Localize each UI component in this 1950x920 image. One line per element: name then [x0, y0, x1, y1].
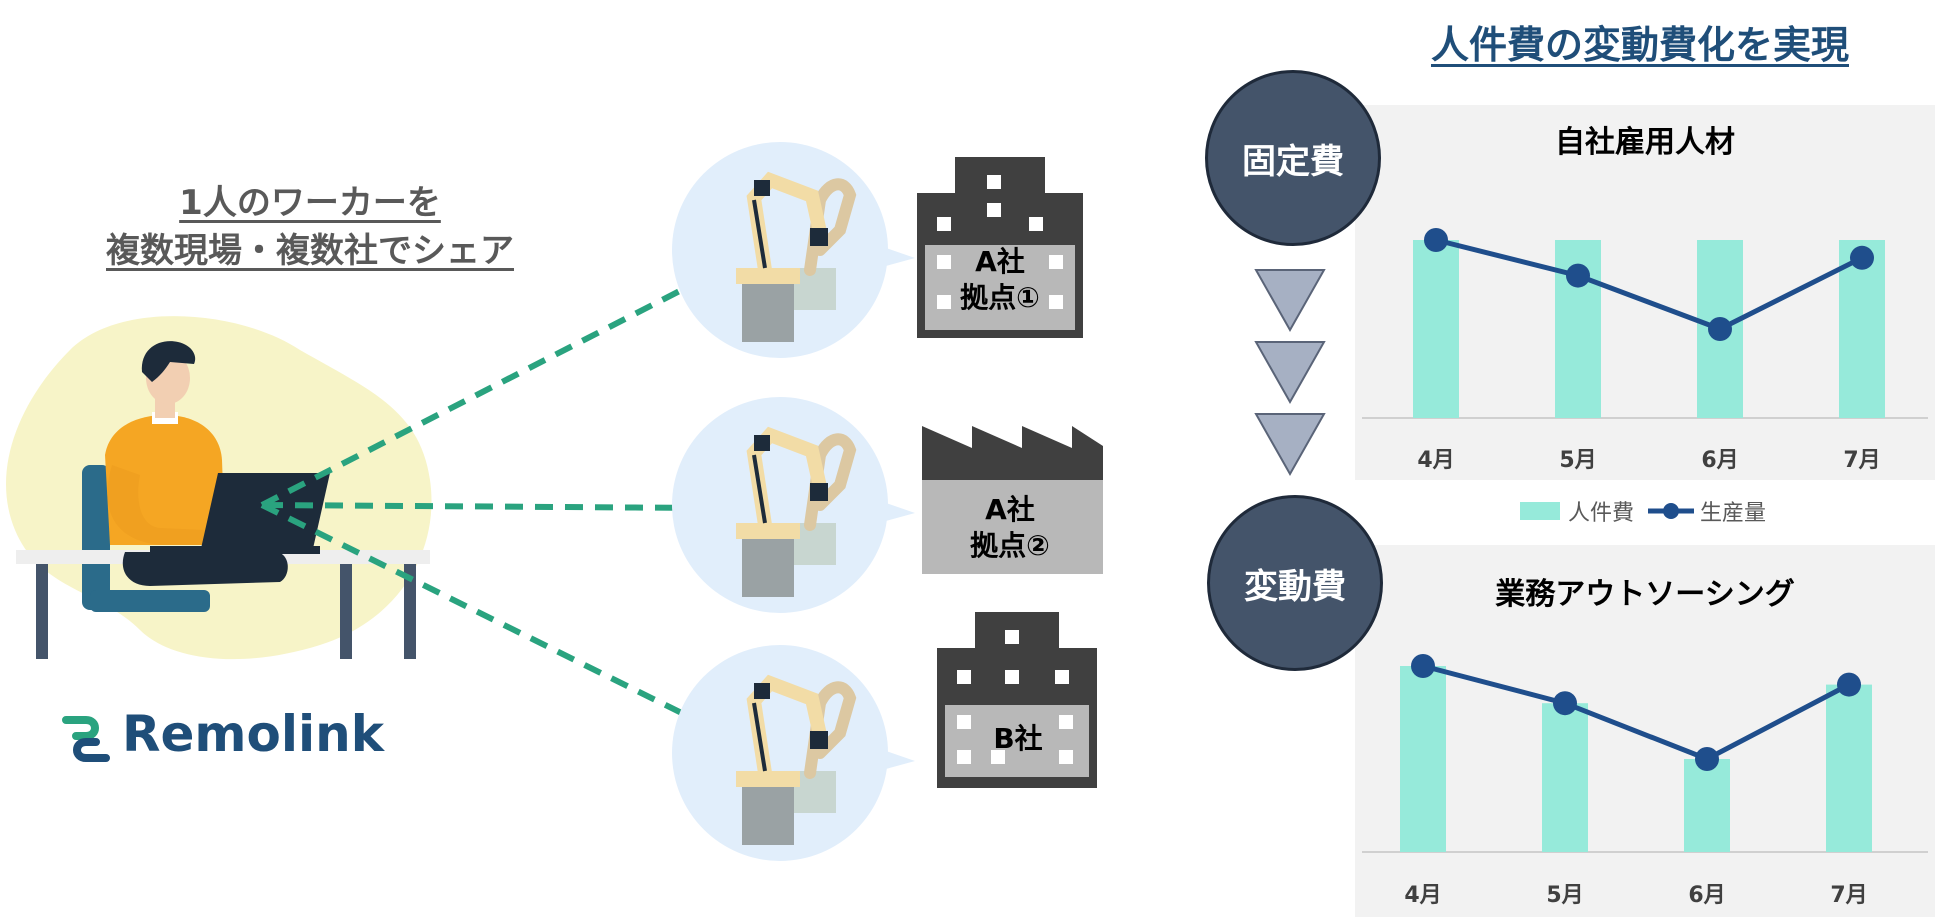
robot-bubble-3	[672, 645, 915, 861]
person-arm	[107, 465, 205, 545]
site-3-label: B社	[953, 721, 1083, 757]
building-site-1	[917, 157, 1083, 338]
chart-2-tick-0: 4月	[1404, 883, 1442, 908]
chart-1-line	[1435, 237, 1864, 332]
chart-2-point-0	[1411, 654, 1435, 678]
headline-line-2: 複数現場・複数社でシェア	[106, 231, 514, 271]
robot-bubble-1	[672, 142, 915, 358]
chart-2-bar-2	[1684, 759, 1730, 852]
site-3-company: B社	[993, 722, 1043, 755]
dashed-line-to-site-2	[264, 502, 706, 511]
laptop-screen	[200, 473, 330, 553]
building-site-3	[937, 612, 1097, 788]
person-hair	[141, 341, 196, 382]
robot-arm-icon	[736, 171, 857, 342]
remolink-logo-icon	[62, 716, 110, 762]
chart-2-tick-1: 5月	[1546, 883, 1584, 908]
chart-1-point-0	[1424, 228, 1448, 252]
fixed-cost-circle: 固定費	[1205, 70, 1381, 246]
building-site-2	[922, 426, 1103, 574]
chart-1-point-2	[1708, 317, 1732, 341]
robot-arm-icon	[736, 426, 857, 597]
site-2-company: A社	[985, 493, 1035, 526]
laptop-base	[150, 546, 320, 554]
chart-legend: 人件費 生産量	[1520, 495, 1766, 527]
down-arrows	[1254, 269, 1326, 477]
desk-leg-right	[404, 564, 416, 659]
chart-2-tick-2: 6月	[1688, 883, 1726, 908]
variable-cost-circle: 変動費	[1207, 495, 1383, 671]
logo-text: Remolink	[122, 705, 384, 763]
site-1-company: A社	[975, 245, 1025, 278]
main-title: 人件費の変動費化を実現	[1430, 23, 1849, 67]
desk-leg-left	[36, 564, 48, 659]
robot-bubble-2	[672, 397, 915, 613]
chart-1-bar-0	[1413, 240, 1459, 418]
chart-2-point-1	[1553, 691, 1577, 716]
down-arrow-2	[1254, 341, 1326, 405]
down-arrow-1	[1254, 269, 1326, 333]
chart-2-bar-1	[1542, 703, 1588, 852]
robot-arm-icon	[736, 674, 857, 845]
person-legs	[122, 552, 288, 586]
down-arrow-3	[1254, 413, 1326, 477]
chart-2-bar-0	[1400, 666, 1446, 852]
chart-1-tick-0: 4月	[1417, 448, 1455, 473]
worker-illustration	[6, 316, 432, 660]
desk-leg-mid	[340, 564, 352, 659]
chair-back	[82, 465, 110, 610]
dashed-line-to-site-3	[260, 502, 732, 740]
dashed-line-to-site-1	[260, 275, 707, 508]
site-1-location: 拠点①	[960, 281, 1040, 314]
chart-1-point-1	[1566, 263, 1590, 288]
site-2-location: 拠点②	[970, 529, 1050, 562]
chart-2-point-3	[1837, 672, 1861, 697]
chart-2-point-2	[1695, 747, 1719, 771]
chart-1-point-3	[1850, 245, 1874, 270]
legend-bar-swatch	[1520, 502, 1560, 520]
legend-line-label: 生産量	[1700, 501, 1767, 526]
legend-bar-label: 人件費	[1568, 501, 1635, 526]
chart-2-title: 業務アウトソーシング	[1495, 577, 1795, 612]
chart-1-tick-3: 7月	[1843, 448, 1881, 473]
chart-2-bar-3	[1826, 684, 1872, 852]
chair-seat	[90, 590, 210, 612]
chart-2-tick-3: 7月	[1830, 883, 1868, 908]
chart-1-tick-2: 6月	[1701, 448, 1739, 473]
chart-2-line	[1422, 663, 1851, 762]
legend-line-swatch	[1648, 503, 1695, 519]
chart-1-tick-1: 5月	[1559, 448, 1597, 473]
headline-line-1: 1人のワーカーを	[179, 183, 441, 223]
site-1-label: A社 拠点①	[935, 244, 1065, 316]
site-2-label: A社 拠点②	[945, 492, 1075, 564]
chart-1-title: 自社雇用人材	[1555, 125, 1735, 160]
